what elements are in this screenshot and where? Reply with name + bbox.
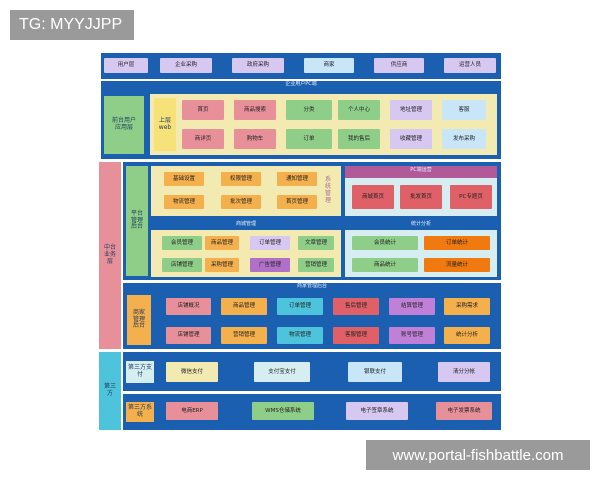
pc-topic-page: PC专题页 xyxy=(450,185,492,209)
frontend-title: 企业用户PC端 xyxy=(285,81,317,87)
fe-order: 订单 xyxy=(286,129,332,149)
mall-store: 店铺管理 xyxy=(162,258,202,272)
mall-article: 文章管理 xyxy=(298,236,334,250)
pay-alipay: 支付宝支付 xyxy=(254,362,310,382)
pay-wechat: 微信支付 xyxy=(166,362,218,382)
fe-publish-buy: 发布采购 xyxy=(442,129,486,149)
sys-permission: 权限管理 xyxy=(221,172,261,186)
pc-wholesale-home: 批发首页 xyxy=(400,185,442,209)
pc-mall-home: 商城首页 xyxy=(352,185,394,209)
mc-order: 订单管理 xyxy=(277,298,323,315)
mc-service: 客服管理 xyxy=(333,327,379,344)
fe-favorites: 收藏管理 xyxy=(390,129,432,149)
watermark-top: TG: MYYJJPP xyxy=(10,10,134,40)
fe-detail: 商详页 xyxy=(182,129,224,149)
frontend-label: 前台用户应用层 xyxy=(104,96,144,154)
sys-esign: 电子签章系统 xyxy=(346,402,408,420)
payments-label: 第三方支付 xyxy=(126,361,154,383)
mc-account: 账号管理 xyxy=(389,327,435,344)
mall-purchase: 采购管理 xyxy=(205,258,239,272)
sys-batch: 批次管理 xyxy=(221,195,261,209)
user-layer-label: 用户层 xyxy=(104,58,148,73)
user-gov-buy: 政府采购 xyxy=(232,58,284,73)
mc-marketing: 营销管理 xyxy=(221,327,267,344)
mall-goods: 商品管理 xyxy=(205,236,239,250)
sys-basic: 基础设置 xyxy=(164,172,204,186)
user-supplier: 供应商 xyxy=(374,58,424,73)
stats-traffic: 流量统计 xyxy=(424,258,490,272)
sys-einvoice: 电子发票系统 xyxy=(436,402,492,420)
fe-category: 分类 xyxy=(286,100,332,120)
mall-mgmt-title: 商城管理 xyxy=(235,221,256,227)
pc-ops-header xyxy=(345,166,497,178)
fe-home: 首页 xyxy=(182,100,224,120)
mc-purchase-req: 采购需求 xyxy=(444,298,490,315)
fe-cart: 购物车 xyxy=(234,129,276,149)
stats-order: 订单统计 xyxy=(424,236,490,250)
mc-store-overview: 店铺概况 xyxy=(166,298,211,315)
sys-homepage: 首页管理 xyxy=(277,195,317,209)
sys-erp: 电商ERP xyxy=(166,402,218,420)
pay-clearing: 清分分帐 xyxy=(438,362,490,382)
mc-goods: 商品管理 xyxy=(221,298,267,315)
pc-ops-title: PC端运营 xyxy=(410,167,432,173)
fe-address: 地址管理 xyxy=(390,100,432,120)
mc-stats: 统计分析 xyxy=(444,327,490,344)
user-operator: 运营人员 xyxy=(444,58,496,73)
mall-member: 会员管理 xyxy=(162,236,202,250)
mall-order: 订单管理 xyxy=(250,236,290,250)
merchant-label: 商家管理后台 xyxy=(127,295,151,345)
merchant-title: 商家管理后台 xyxy=(296,283,327,289)
middle-layer-label: 中台业务层 xyxy=(99,162,121,349)
user-merchant: 商家 xyxy=(304,58,354,73)
mc-logistics: 物流管理 xyxy=(277,327,323,344)
system-mgmt-label: 系统管理 xyxy=(324,176,331,204)
stats-member: 会员统计 xyxy=(352,236,418,250)
sys-logistics: 物流管理 xyxy=(164,195,204,209)
frontend-sub-label: 上层web xyxy=(154,98,176,151)
stats-title: 统计分析 xyxy=(410,221,431,227)
mall-marketing: 营销管理 xyxy=(298,258,334,272)
watermark-bottom: www.portal-fishbattle.com xyxy=(366,440,590,470)
sys-wms: WMS仓储系统 xyxy=(252,402,314,420)
stats-goods: 商品统计 xyxy=(352,258,418,272)
mc-settlement: 结算管理 xyxy=(389,298,435,315)
systems-label: 第三方系统 xyxy=(126,402,154,422)
mall-mgmt-header xyxy=(151,220,341,230)
fe-service: 客服 xyxy=(442,100,486,120)
sys-notify: 通知管理 xyxy=(277,172,317,186)
platform-label: 平台管理后台 xyxy=(126,166,148,276)
mc-store: 店铺管理 xyxy=(166,327,211,344)
fe-user-center: 个人中心 xyxy=(338,100,380,120)
fe-aftersale: 我的售后 xyxy=(338,129,380,149)
mc-aftersale: 售后管理 xyxy=(333,298,379,315)
third-party-label: 第三方 xyxy=(99,352,121,430)
mall-ads: 广告管理 xyxy=(250,258,290,272)
stats-header xyxy=(345,220,497,230)
pay-unionpay: 银联支付 xyxy=(348,362,402,382)
user-enterprise-buy: 企业采购 xyxy=(160,58,212,73)
fe-search: 商品搜索 xyxy=(234,100,276,120)
